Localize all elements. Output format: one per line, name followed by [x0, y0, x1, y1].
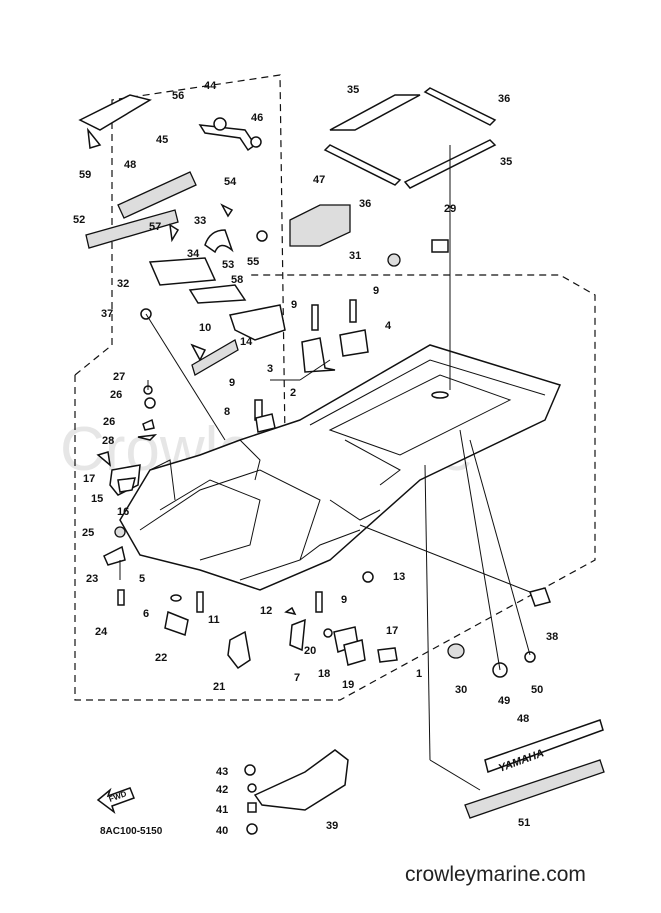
part-number: 57 [149, 221, 161, 233]
part-number: 39 [326, 820, 338, 832]
website-label: crowleymarine.com [405, 863, 586, 886]
part-number: 29 [444, 203, 456, 215]
part-number: 14 [240, 336, 253, 348]
part-number: 52 [73, 214, 85, 226]
main-frame [119, 344, 562, 591]
part-number: 9 [373, 285, 379, 297]
part-number: 53 [222, 259, 234, 271]
part-number: 42 [216, 784, 228, 796]
part-number: 56 [172, 90, 184, 102]
part-number: 9 [291, 299, 297, 311]
part-number: 59 [79, 169, 91, 181]
part-number: 58 [231, 274, 243, 286]
part-number: 4 [385, 320, 392, 332]
part-number: 15 [91, 493, 103, 505]
part-number: 48 [124, 159, 136, 171]
part-number: 36 [359, 198, 371, 210]
part-number: 48 [517, 713, 529, 725]
bottom-bracket [244, 749, 349, 835]
part-number: 45 [156, 134, 168, 146]
lower-left-parts [96, 385, 551, 678]
part-number: 1 [416, 668, 422, 680]
part-number: 12 [260, 605, 272, 617]
part-number: 26 [110, 389, 122, 401]
part-number: 23 [86, 573, 98, 585]
part-number: 33 [194, 215, 206, 227]
part-number: 11 [208, 614, 220, 626]
part-number: 17 [83, 473, 95, 485]
part-number: 36 [498, 93, 510, 105]
part-number: 13 [393, 571, 405, 583]
part-number: 32 [117, 278, 129, 290]
part-number: 27 [113, 371, 125, 383]
part-number: 47 [313, 174, 325, 186]
part-number: 35 [500, 156, 512, 168]
part-number: 50 [531, 684, 543, 696]
part-number: 30 [455, 684, 467, 696]
part-number: 34 [187, 248, 200, 260]
decal-strips: YAMAHA [464, 719, 605, 819]
part-number: 37 [101, 308, 113, 320]
part-number: 19 [342, 679, 354, 691]
part-number: 16 [117, 506, 129, 518]
part-labels: 56 44 46 45 59 48 52 54 57 33 34 53 55 3… [73, 80, 558, 837]
part-number: 55 [247, 256, 259, 268]
part-number: 18 [318, 668, 330, 680]
part-number: 40 [216, 825, 228, 837]
upper-brackets [78, 94, 286, 376]
part-number: 38 [546, 631, 558, 643]
part-number: 21 [213, 681, 225, 693]
part-number: 20 [304, 645, 316, 657]
dashed-boundaries [74, 74, 596, 701]
diagram-code: 8AC100-5150 [100, 826, 163, 837]
part-number: 46 [251, 112, 263, 124]
part-number: 54 [224, 176, 237, 188]
part-number: 5 [139, 573, 145, 585]
part-number: 26 [103, 416, 115, 428]
leader-lines [119, 145, 531, 791]
part-number: 44 [204, 80, 217, 92]
part-number: 51 [518, 817, 530, 829]
part-number: 6 [143, 608, 149, 620]
part-number: 9 [341, 594, 347, 606]
part-number: 28 [102, 435, 114, 447]
part-number: 31 [349, 250, 361, 262]
part-number: 10 [199, 322, 211, 334]
part-number: 7 [294, 672, 300, 684]
part-number: 35 [347, 84, 359, 96]
part-number: 41 [216, 804, 228, 816]
part-number: 2 [290, 387, 296, 399]
part-number: 17 [386, 625, 398, 637]
part-number: 8 [224, 406, 230, 418]
part-number: 9 [229, 377, 235, 389]
part-number: 25 [82, 527, 94, 539]
part-number: 24 [95, 626, 108, 638]
part-number: 49 [498, 695, 510, 707]
fwd-arrow: FWD [96, 787, 135, 815]
part-number: 43 [216, 766, 228, 778]
cushion-parts [289, 87, 497, 267]
part-number: 22 [155, 652, 167, 664]
part-number: 3 [267, 363, 273, 375]
